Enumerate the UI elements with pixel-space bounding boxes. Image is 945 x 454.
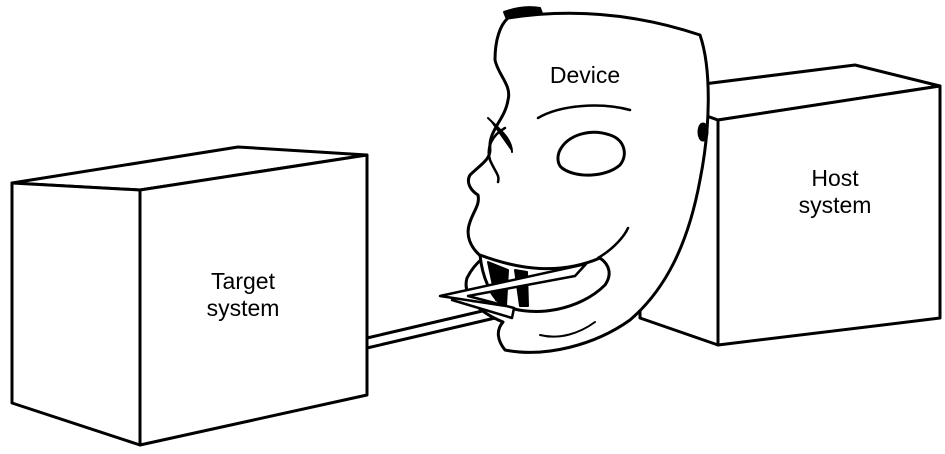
target-system-label-line1: Target [188,268,298,295]
host-system-label-line2: system [780,192,890,219]
target-system-label: Target system [188,268,298,322]
device-label: Device [530,62,640,89]
target-system-label-line2: system [188,295,298,322]
host-system-label: Host system [780,165,890,219]
host-system-label-line1: Host [780,165,890,192]
